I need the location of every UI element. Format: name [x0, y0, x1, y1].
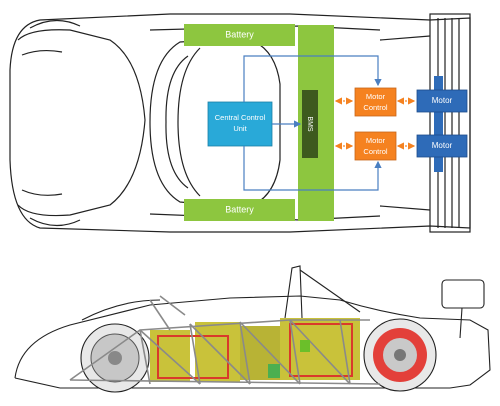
- motor-top-label: Motor: [432, 96, 453, 105]
- battery-top: Battery: [184, 24, 295, 46]
- central-control-line2: Unit: [233, 124, 247, 133]
- motor-bottom: Motor: [416, 124, 468, 172]
- motor-control-bottom-line2: Control: [363, 147, 388, 156]
- control-signal-lines: [243, 55, 382, 191]
- motor-control-bottom-line1: Motor: [366, 136, 386, 145]
- motor-bottom-label: Motor: [432, 141, 453, 150]
- battery-top-label: Battery: [225, 29, 254, 39]
- power-lines: [334, 97, 416, 150]
- battery-bottom-label: Battery: [225, 204, 254, 214]
- motor-control-top: Motor Control: [354, 87, 397, 117]
- motor-control-bottom: Motor Control: [354, 131, 397, 161]
- bms-block: BMS: [302, 90, 318, 158]
- motor-control-top-line1: Motor: [366, 92, 386, 101]
- battery-bottom: Battery: [184, 199, 295, 221]
- car-side-view: [14, 265, 491, 393]
- central-control-line1: Central Control: [215, 113, 266, 122]
- motor-control-top-line2: Control: [363, 103, 388, 112]
- motor-top: Motor: [416, 76, 468, 124]
- central-control-unit: Central Control Unit: [207, 101, 273, 147]
- bms-label: BMS: [306, 116, 313, 132]
